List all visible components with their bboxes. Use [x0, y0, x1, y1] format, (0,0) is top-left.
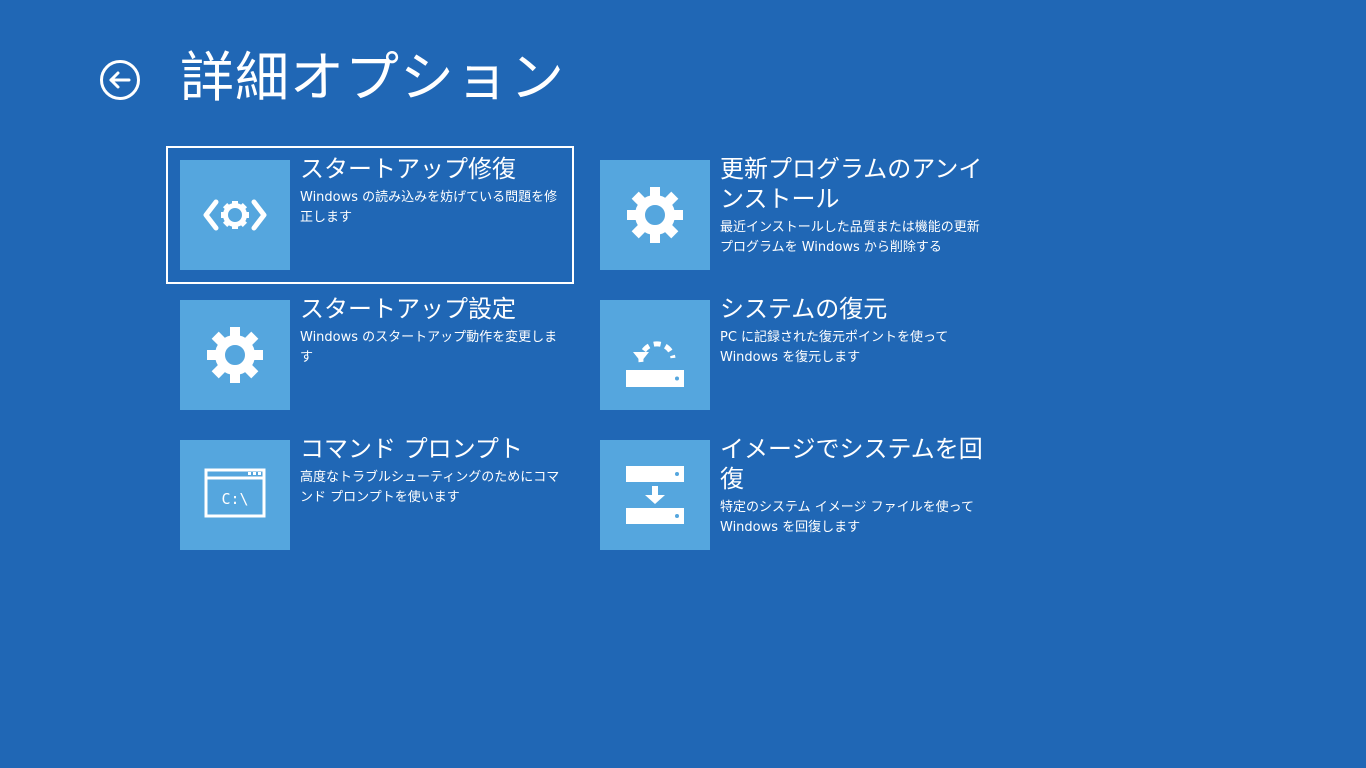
- option-title: 更新プログラムのアンインストール: [720, 155, 983, 213]
- option-description: Windows のスタートアップ動作を変更します: [300, 330, 558, 365]
- option-description: Windows の読み込みを妨げている問題を修正します: [300, 190, 558, 225]
- option-command-prompt[interactable]: C:\ コマンド プロンプト 高度なトラブルシューティングのためにコマンド プロ…: [168, 428, 572, 562]
- option-description: 最近インストールした品質または機能の更新プログラムを Windows から削除す…: [720, 220, 980, 255]
- option-description: PC に記録された復元ポイントを使って Windows を復元します: [720, 330, 949, 365]
- gear-icon: [207, 327, 263, 383]
- option-title: システムの復元: [720, 295, 888, 323]
- option-startup-repair[interactable]: スタートアップ修復 Windows の読み込みを妨げている問題を修正します: [166, 146, 574, 284]
- code-gear-icon: [203, 199, 267, 231]
- command-prompt-icon-text: C:\: [221, 490, 248, 508]
- command-prompt-icon-box: C:\: [180, 440, 290, 550]
- option-title: コマンド プロンプト: [300, 435, 523, 463]
- option-system-image-recovery[interactable]: イメージでシステムを回復 特定のシステム イメージ ファイルを使って Windo…: [588, 428, 992, 562]
- page-title: 詳細オプション: [180, 46, 565, 109]
- option-startup-settings[interactable]: スタートアップ設定 Windows のスタートアップ動作を変更します: [168, 288, 572, 422]
- command-prompt-icon: C:\: [204, 468, 266, 518]
- back-button[interactable]: [98, 58, 142, 102]
- back-arrow-circle-icon: [100, 60, 140, 100]
- drive-download-icon: [626, 466, 684, 524]
- option-description: 高度なトラブルシューティングのためにコマンド プロンプトを使います: [300, 470, 560, 505]
- option-uninstall-updates[interactable]: 更新プログラムのアンインストール 最近インストールした品質または機能の更新プログ…: [588, 148, 992, 282]
- image-recovery-icon-box: [600, 440, 710, 550]
- startup-repair-icon-box: [180, 160, 290, 270]
- option-description: 特定のシステム イメージ ファイルを使って Windows を回復します: [720, 500, 974, 535]
- option-title: スタートアップ修復: [300, 155, 516, 183]
- drive-restore-icon: [626, 341, 684, 387]
- system-restore-icon-box: [600, 300, 710, 410]
- option-title: スタートアップ設定: [300, 295, 516, 323]
- option-system-restore[interactable]: システムの復元 PC に記録された復元ポイントを使って Windows を復元し…: [588, 288, 992, 422]
- gear-icon: [627, 187, 683, 243]
- option-title: イメージでシステムを回復: [720, 435, 983, 493]
- uninstall-updates-icon-box: [600, 160, 710, 270]
- startup-settings-icon-box: [180, 300, 290, 410]
